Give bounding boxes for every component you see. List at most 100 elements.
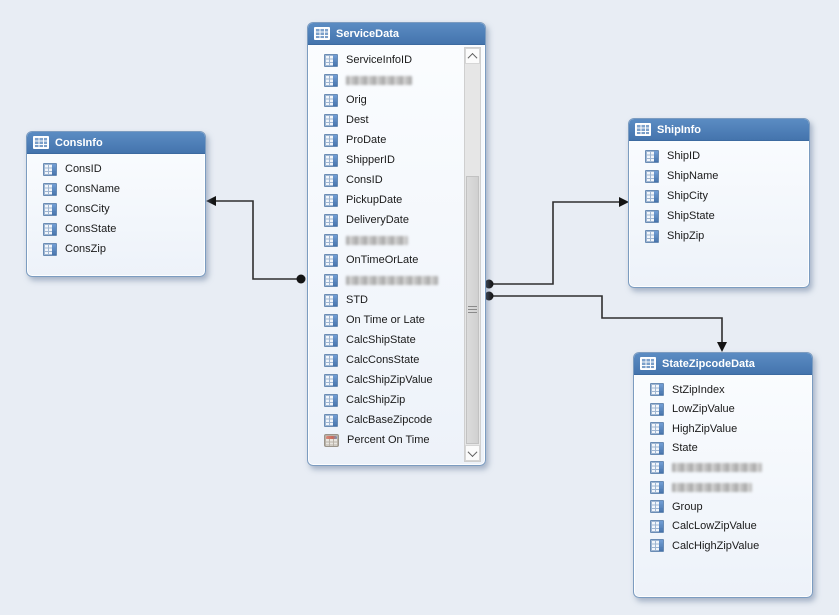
column-icon <box>43 162 57 176</box>
table-header-consinfo[interactable]: ConsInfo <box>27 132 205 154</box>
vertical-scrollbar[interactable] <box>464 47 481 462</box>
relationship-servicedata-shipinfo[interactable] <box>484 197 630 289</box>
field-row-ontimeorlate[interactable]: OnTimeOrLate <box>308 250 485 270</box>
redacted-field-label <box>672 482 752 492</box>
field-label: HighZipValue <box>672 422 738 435</box>
field-label: LowZipValue <box>672 403 735 416</box>
field-row-shipstate[interactable]: ShipState <box>629 206 809 226</box>
relationship-endpoint-dot <box>484 279 494 289</box>
field-row-consname[interactable]: ConsName <box>27 179 205 199</box>
field-row-calcbasezipcode[interactable]: CalcBaseZipcode <box>308 410 485 430</box>
field-row-shipcity[interactable]: ShipCity <box>629 186 809 206</box>
column-icon <box>324 353 338 367</box>
field-row-calchighzipvalue[interactable]: CalcHighZipValue <box>634 536 812 556</box>
scroll-down-button[interactable] <box>465 445 480 461</box>
field-row-redacted[interactable] <box>308 270 485 290</box>
field-label: DeliveryDate <box>346 214 409 226</box>
table-header-shipinfo[interactable]: ShipInfo <box>629 119 809 141</box>
column-icon <box>645 149 659 163</box>
field-label: ProDate <box>346 134 387 146</box>
column-icon <box>43 202 57 216</box>
column-icon <box>650 422 664 436</box>
field-label: CalcShipState <box>346 334 416 346</box>
field-row-shipid[interactable]: ShipID <box>629 146 809 166</box>
field-label: StZipIndex <box>672 383 725 396</box>
table-header-statezipcodedata[interactable]: StateZipcodeData <box>634 353 812 375</box>
field-label: ShipZip <box>667 230 705 242</box>
field-label: ShipCity <box>667 190 708 202</box>
field-row-pickupdate[interactable]: PickupDate <box>308 190 485 210</box>
field-label: Orig <box>346 94 367 106</box>
table-title: ConsInfo <box>55 136 103 149</box>
field-row-shipzip[interactable]: ShipZip <box>629 226 809 246</box>
relationship-servicedata-statezipcodedata[interactable] <box>484 291 728 353</box>
field-row-on-time-or-late[interactable]: On Time or Late <box>308 310 485 330</box>
field-label: State <box>672 442 698 455</box>
field-row-redacted[interactable] <box>308 70 485 90</box>
column-icon <box>324 333 338 347</box>
redacted-field-label <box>672 463 762 473</box>
column-icon <box>43 242 57 256</box>
column-icon <box>43 222 57 236</box>
field-row-calcshipstate[interactable]: CalcShipState <box>308 330 485 350</box>
column-icon <box>650 402 664 416</box>
field-row-percent-on-time[interactable]: Percent On Time <box>308 430 485 450</box>
field-row-serviceinfoid[interactable]: ServiceInfoID <box>308 50 485 70</box>
field-row-redacted[interactable] <box>634 478 812 498</box>
relationship-servicedata-consinfo[interactable] <box>206 196 306 284</box>
field-row-prodate[interactable]: ProDate <box>308 130 485 150</box>
field-row-conszip[interactable]: ConsZip <box>27 239 205 259</box>
column-icon <box>650 441 664 455</box>
field-label: PickupDate <box>346 194 403 206</box>
table-icon <box>640 357 656 370</box>
field-row-shipperid[interactable]: ShipperID <box>308 150 485 170</box>
field-row-dest[interactable]: Dest <box>308 110 485 130</box>
field-row-redacted[interactable] <box>634 458 812 478</box>
field-row-calcshipzipvalue[interactable]: CalcShipZipValue <box>308 370 485 390</box>
field-row-calclowzipvalue[interactable]: CalcLowZipValue <box>634 517 812 537</box>
field-row-orig[interactable]: Orig <box>308 90 485 110</box>
field-row-calcshipzip[interactable]: CalcShipZip <box>308 390 485 410</box>
field-row-shipname[interactable]: ShipName <box>629 166 809 186</box>
column-icon <box>324 153 338 167</box>
field-row-consid[interactable]: ConsID <box>308 170 485 190</box>
field-label: Percent On Time <box>347 434 430 446</box>
field-label: STD <box>346 294 368 306</box>
column-icon <box>324 133 338 147</box>
field-label: Dest <box>346 114 369 126</box>
field-row-stzipindex[interactable]: StZipIndex <box>634 380 812 400</box>
field-row-redacted[interactable] <box>308 230 485 250</box>
column-icon <box>645 209 659 223</box>
column-icon <box>43 182 57 196</box>
field-row-lowzipvalue[interactable]: LowZipValue <box>634 400 812 420</box>
scrollbar-thumb[interactable] <box>466 176 479 444</box>
field-row-consstate[interactable]: ConsState <box>27 219 205 239</box>
column-icon <box>324 173 338 187</box>
column-icon <box>650 480 664 494</box>
redacted-field-label <box>346 75 412 85</box>
field-row-state[interactable]: State <box>634 439 812 459</box>
field-label: ShipID <box>667 150 701 162</box>
field-label: ConsID <box>65 163 102 175</box>
field-row-deliverydate[interactable]: DeliveryDate <box>308 210 485 230</box>
field-label: ShipState <box>667 210 715 222</box>
table-header-servicedata[interactable]: ServiceData <box>308 23 485 45</box>
field-row-highzipvalue[interactable]: HighZipValue <box>634 419 812 439</box>
column-icon <box>645 169 659 183</box>
field-row-std[interactable]: STD <box>308 290 485 310</box>
field-row-conscity[interactable]: ConsCity <box>27 199 205 219</box>
field-row-consid[interactable]: ConsID <box>27 159 205 179</box>
field-label: CalcHighZipValue <box>672 539 760 552</box>
field-row-calcconsstate[interactable]: CalcConsState <box>308 350 485 370</box>
column-icon <box>324 73 338 87</box>
scroll-up-button[interactable] <box>465 48 480 64</box>
field-label: Group <box>672 500 703 513</box>
field-row-group[interactable]: Group <box>634 497 812 517</box>
